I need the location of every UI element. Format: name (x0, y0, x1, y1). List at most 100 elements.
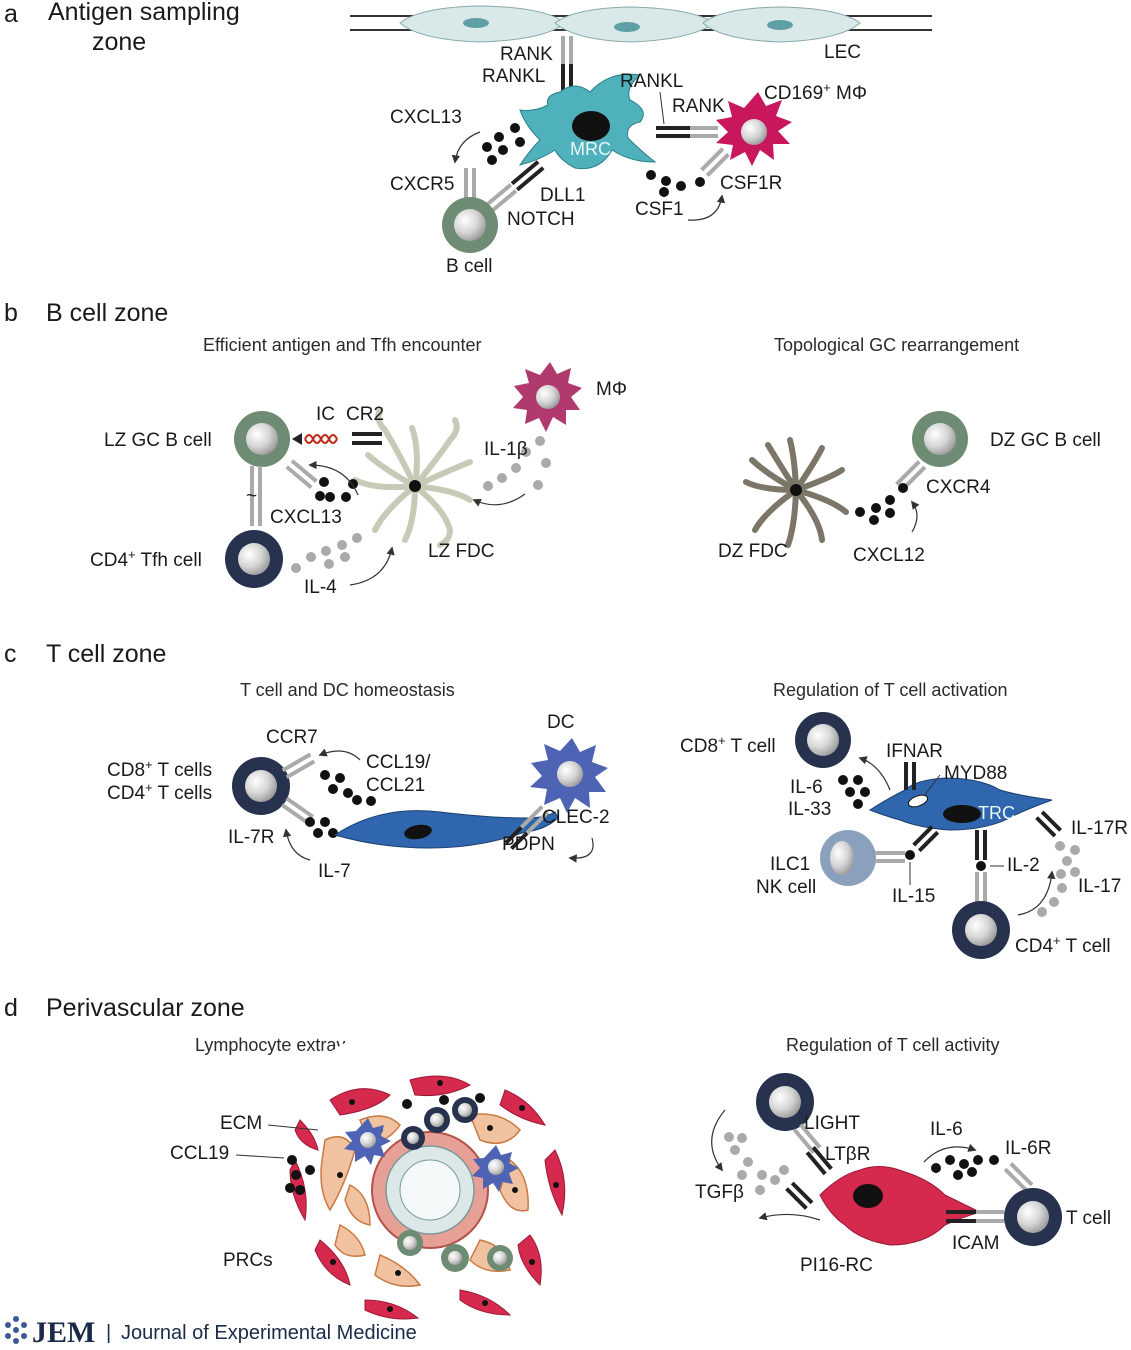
ccl21-label: CCL21 (366, 775, 425, 796)
panel-d-right-subtitle: Regulation of T cell activity (786, 1035, 999, 1055)
panel-a: a Antigen sampling zone LEC RANK RANKL M… (4, 0, 932, 277)
ecm-label: ECM (220, 1113, 262, 1134)
lz-fdc-label: LZ FDC (428, 541, 495, 562)
light-t-cell (756, 1073, 814, 1131)
panel-letter-c: c (4, 640, 17, 668)
cd4-t-cells-label: CD4+ T cells (107, 780, 212, 805)
il7-dots (305, 817, 338, 838)
il2-label: IL-2 (1007, 855, 1040, 876)
panel-b-left-subtitle: Efficient antigen and Tfh encounter (203, 335, 482, 355)
rankl-label: RANKL (482, 66, 545, 87)
tgfb-dots (724, 1132, 789, 1195)
cxcl12-dots (855, 483, 908, 525)
ccl19-label: CCL19/ (366, 752, 431, 773)
ccl19-label-d: CCL19 (170, 1143, 229, 1164)
footer: JEM | Journal of Experimental Medicine (5, 1316, 417, 1349)
ccl19-dots (320, 770, 376, 806)
notch-label: NOTCH (507, 209, 575, 230)
pi16-rc-label: PI16-RC (800, 1255, 873, 1276)
lz-gc-b-cell (234, 411, 290, 467)
dz-gc-b-cell (912, 411, 968, 467)
cd169-macrophage (716, 92, 792, 166)
tfh-label: CD4+ Tfh cell (90, 547, 202, 572)
dz-gc-label: DZ GC B cell (990, 430, 1101, 451)
myd88-label: MYD88 (944, 763, 1007, 784)
cxcl12-label: CXCL12 (853, 545, 925, 566)
cxcl13-dots-b (315, 477, 358, 502)
panel-b-title: B cell zone (46, 299, 168, 327)
il6-il33-dots (838, 775, 870, 809)
cxcl13-dots-a (482, 123, 525, 165)
panel-d-title: Perivascular zone (46, 994, 245, 1022)
panel-letter-d: d (4, 994, 18, 1022)
cd4-t-cell-label: CD4+ T cell (1015, 933, 1111, 958)
il7r-label: IL-7R (228, 827, 274, 848)
b-cell-label: B cell (446, 256, 492, 277)
cxcr4-label: CXCR4 (926, 477, 991, 498)
dz-fdc-label: DZ FDC (718, 541, 788, 562)
cd8-t-cells-label: CD8+ T cells (107, 757, 212, 782)
ccl19-dots-d (285, 1155, 315, 1195)
journal-name: Journal of Experimental Medicine (121, 1322, 417, 1344)
ic-label: IC (316, 404, 335, 425)
panel-letter-b: b (4, 299, 18, 327)
panel-b: b B cell zone Efficient antigen and Tfh … (4, 299, 1101, 598)
nk-label: NK cell (756, 877, 816, 898)
il6r-label: IL-6R (1005, 1138, 1051, 1159)
t-cell-label-d: T cell (1066, 1208, 1111, 1229)
lec-layer (350, 5, 932, 43)
il1b-label: IL-1β (484, 439, 528, 460)
footer-divider: | (106, 1322, 111, 1344)
lec-label: LEC (824, 42, 861, 63)
csf1r-label: CSF1R (720, 173, 782, 194)
csf1-dots (646, 170, 705, 197)
perivascular-ring (260, 1020, 600, 1350)
ilc1-label: ILC1 (770, 854, 810, 875)
dc-label: DC (547, 712, 574, 733)
ltbr-label: LTβR (825, 1144, 870, 1165)
rankl2-label: RANKL (620, 71, 683, 92)
il15-label: IL-15 (892, 886, 935, 907)
il4-label: IL-4 (304, 577, 337, 598)
t-cell-d (1004, 1188, 1062, 1246)
panel-a-title-line2: zone (92, 28, 146, 56)
panel-c-title: T cell zone (46, 640, 166, 668)
icam-label: ICAM (952, 1233, 1000, 1254)
lz-fdc (352, 407, 473, 548)
il33-label: IL-33 (788, 799, 831, 820)
cd4-t-cell-right (952, 901, 1010, 959)
trc-label: TRC (978, 803, 1015, 823)
ifnar-label: IFNAR (886, 741, 943, 762)
frc-cell-left (333, 810, 559, 849)
jem-logo-text: JEM (32, 1316, 95, 1349)
tfh-cell (225, 530, 283, 588)
pdpn-label: PDPN (502, 834, 555, 855)
panel-d: d Perivascular zone Lymphocyte extravasa… (4, 994, 1111, 1350)
il6-label-d: IL-6 (930, 1119, 963, 1140)
cd169-label: CD169+ MΦ (764, 80, 867, 105)
prcs-label: PRCs (223, 1250, 273, 1271)
rank-label: RANK (500, 44, 553, 65)
cxcr5-label: CXCR5 (390, 174, 454, 195)
panel-letter-a: a (4, 0, 18, 28)
mrc-label: MRC (570, 139, 611, 159)
il4-dots (291, 533, 362, 573)
tilde-label: ~ (246, 486, 257, 507)
il1b-dots (483, 436, 551, 491)
csf1-label: CSF1 (635, 199, 684, 220)
ccr7-label: CCR7 (266, 727, 318, 748)
dc-cell (530, 738, 608, 813)
panel-c: c T cell zone T cell and DC homeostasis … (4, 640, 1128, 959)
cd8-t-cell-right (795, 712, 851, 768)
panel-b-right-subtitle: Topological GC rearrangement (774, 335, 1019, 355)
panel-c-right-subtitle: Regulation of T cell activation (773, 680, 1007, 700)
cr2-label: CR2 (346, 404, 384, 425)
light-label: LIGHT (804, 1113, 860, 1134)
panel-c-left-subtitle: T cell and DC homeostasis (240, 680, 455, 700)
il6-label-c: IL-6 (790, 777, 823, 798)
cxcl13-label-b: CXCL13 (270, 507, 342, 528)
il17-label: IL-17 (1078, 876, 1121, 897)
b-cell-a (442, 197, 498, 253)
il17-dots (1037, 841, 1080, 917)
